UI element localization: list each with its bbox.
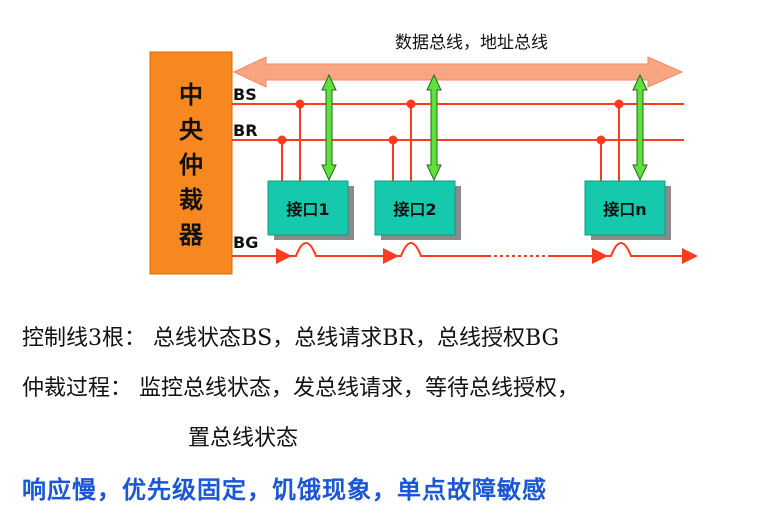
interface-2-label: 接口2 <box>393 200 436 219</box>
interface-1-connections <box>277 99 305 182</box>
bg-daisy-chain <box>232 242 698 264</box>
arbiter-char: 器 <box>178 221 204 249</box>
arbitration-process-text: 仲裁过程： 监控总线状态，发总线请求，等待总线授权， <box>22 376 579 401</box>
arbiter-char: 仲 <box>179 151 203 179</box>
br-label: BR <box>233 121 258 140</box>
interface-n-box <box>584 180 666 236</box>
interface-n-bus-arrow <box>632 73 648 182</box>
interface-1-bus-arrow <box>321 73 337 182</box>
arbitration-process-continuation: 置总线状态 <box>188 426 299 451</box>
arbiter-char: 裁 <box>179 186 203 214</box>
interface-2-bus-arrow <box>426 73 442 182</box>
bus-arbitration-diagram: 中 央 仲 裁 器 数据总线，地址总线 BS BR BG <box>149 33 698 275</box>
bg-label: BG <box>233 233 258 252</box>
bus-label: 数据总线，地址总线 <box>395 33 548 53</box>
arbiter-char: 央 <box>179 116 204 144</box>
interface-2-box <box>374 180 456 236</box>
arbiter-label: 中 央 仲 裁 器 <box>178 81 204 249</box>
arbiter-char: 中 <box>179 81 203 109</box>
interface-n-label: 接口n <box>603 200 646 219</box>
interface-1-label: 接口1 <box>286 200 329 219</box>
central-arbiter-box <box>149 51 233 275</box>
control-lines-text: 控制线3根： 总线状态BS，总线请求BR，总线授权BG <box>22 326 560 351</box>
interface-2-connections <box>388 99 416 182</box>
drawbacks-summary: 响应慢，优先级固定，饥饿现象，单点故障敏感 <box>22 475 547 504</box>
interface-n-connections <box>596 99 624 182</box>
data-address-bus-arrow <box>232 56 684 88</box>
bs-label: BS <box>233 85 257 104</box>
interface-1-box <box>267 180 349 236</box>
